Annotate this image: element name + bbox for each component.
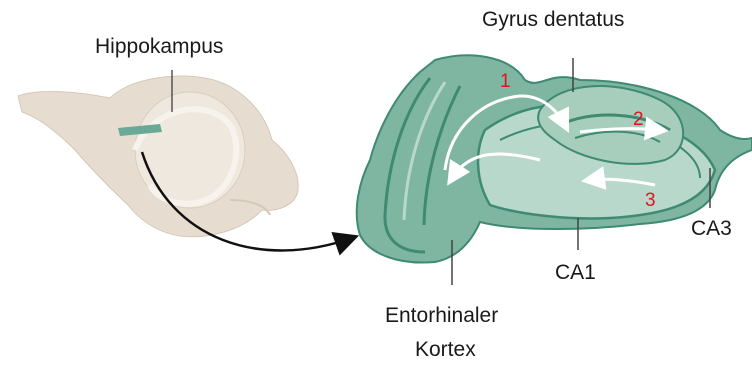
ca3-label: CA3: [691, 218, 732, 239]
ca1-label: CA1: [555, 262, 596, 283]
hippocampal-slice-illustration: [357, 55, 752, 285]
pathway-number-1: 1: [500, 72, 511, 91]
hippocampus-label: Hippokampus: [95, 36, 223, 57]
entorhinal-label-line1: Entorhinaler: [385, 305, 498, 326]
rat-brain-illustration: [18, 70, 298, 237]
gyrus-dentatus-label: Gyrus dentatus: [482, 9, 624, 30]
pathway-number-3: 3: [645, 191, 656, 210]
pathway-number-2: 2: [633, 110, 644, 129]
entorhinal-label-line2: Kortex: [415, 339, 476, 360]
